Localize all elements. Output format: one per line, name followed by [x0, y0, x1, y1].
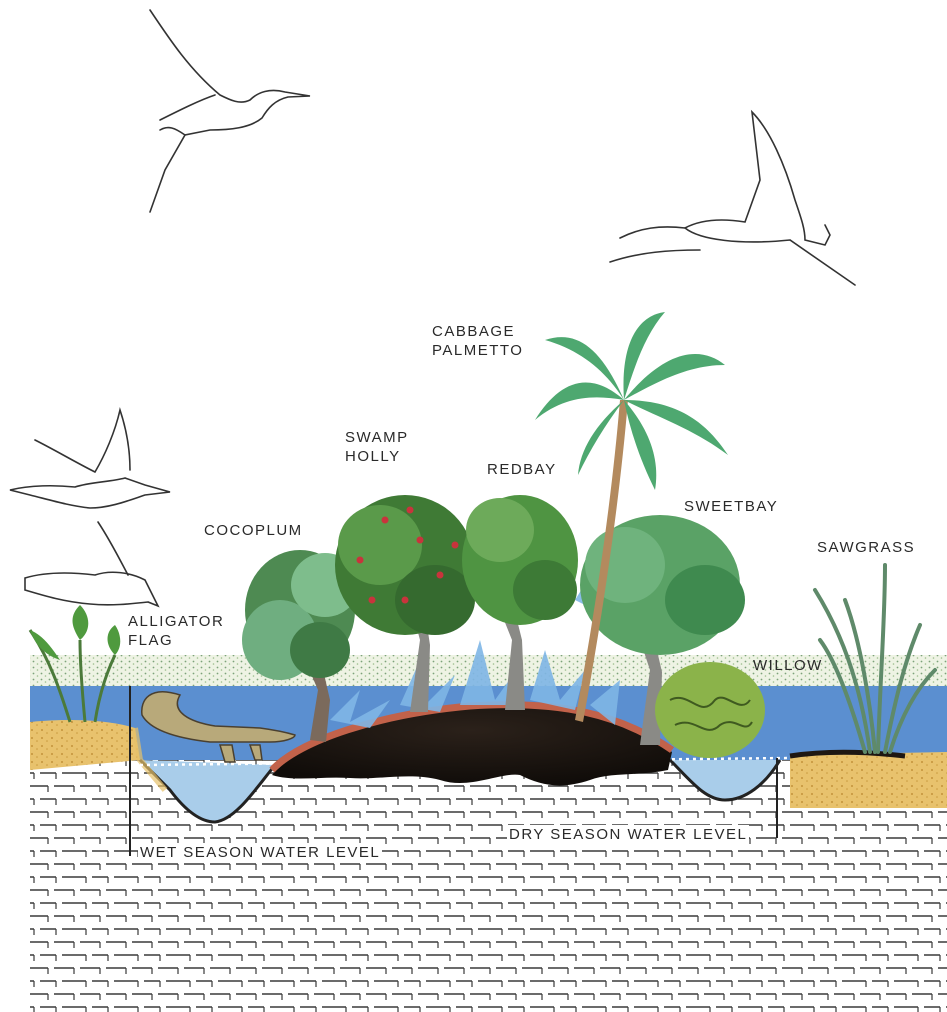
label-sweetbay: SWEETBAY [684, 497, 778, 516]
label-dry-season-water-level: DRY SEASON WATER LEVEL [507, 825, 749, 844]
willow-shrub [655, 662, 765, 758]
egret-icon [610, 112, 855, 285]
label-sawgrass: SAWGRASS [817, 538, 915, 557]
label-willow: WILLOW [753, 656, 823, 675]
label-wet-season-water-level: WET SEASON WATER LEVEL [138, 843, 382, 862]
label-redbay: REDBAY [487, 460, 557, 479]
label-alligator-flag: ALLIGATOR FLAG [128, 612, 224, 650]
label-cabbage-palmetto: CABBAGE PALMETTO [432, 322, 523, 360]
egret-icon [150, 10, 310, 212]
label-swamp-holly: SWAMP HOLLY [345, 428, 409, 466]
egret-icon [10, 410, 170, 508]
right-marl-bank [790, 752, 947, 808]
egret-icon [25, 522, 158, 606]
label-cocoplum: COCOPLUM [204, 521, 303, 540]
